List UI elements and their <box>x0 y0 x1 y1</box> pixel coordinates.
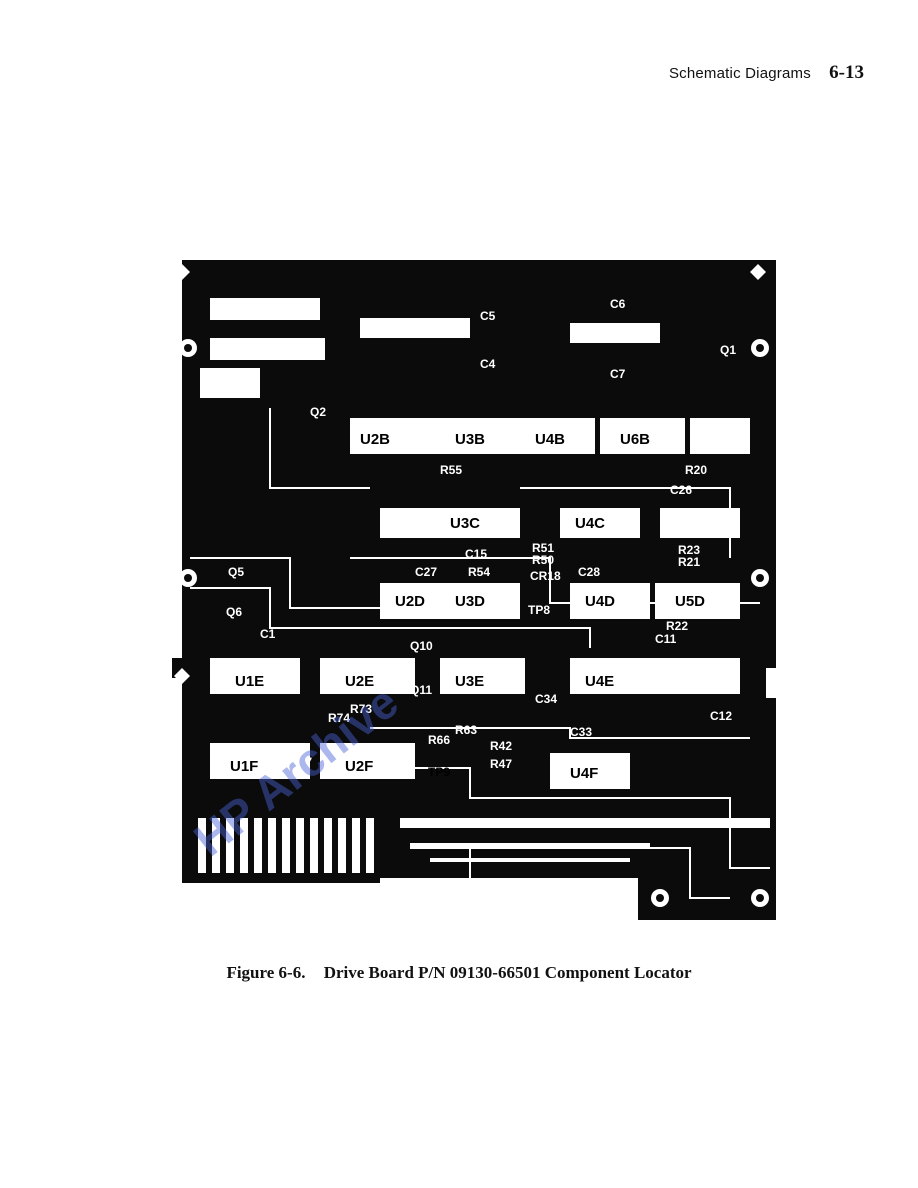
ic-label: U3D <box>455 593 485 610</box>
ic-label: U2F <box>345 758 373 775</box>
component-label: CR18 <box>530 569 561 583</box>
component-label: R63 <box>455 723 477 737</box>
figure-caption: Figure 6-6. Drive Board P/N 09130-66501 … <box>0 963 918 983</box>
component-label: Q10 <box>410 639 433 653</box>
component-label: C15 <box>465 547 487 561</box>
component-label: C28 <box>578 565 600 579</box>
component-label: C1 <box>260 627 276 641</box>
ic-label: U1E <box>235 673 264 690</box>
component-label: R42 <box>490 739 512 753</box>
component-label: Q2 <box>310 405 326 419</box>
component-label: R47 <box>490 757 512 771</box>
figure-number: Figure 6-6. <box>226 963 306 982</box>
component-label: R23 <box>678 543 700 557</box>
ic-labels: U2B U3B U4B U6B U3C U4C U2D U3D U4D U5D … <box>230 431 705 782</box>
ic-label: U4C <box>575 515 605 532</box>
component-label: C5 <box>480 309 496 323</box>
component-label: R55 <box>440 463 462 477</box>
component-label: TP7 <box>290 755 312 769</box>
ic-label: U3C <box>450 515 480 532</box>
ic-label: U4F <box>570 765 598 782</box>
ic-label: U2E <box>345 673 374 690</box>
drive-board-figure: U2B U3B U4B U6B U3C U4C U2D U3D U4D U5D … <box>170 258 778 920</box>
component-label: R50 <box>532 553 554 567</box>
component-label: R66 <box>428 733 450 747</box>
component-locator-image: U2B U3B U4B U6B U3C U4C U2D U3D U4D U5D … <box>172 260 776 920</box>
ic-label: U2B <box>360 431 390 448</box>
component-label: R21 <box>678 555 700 569</box>
component-label: R51 <box>532 541 554 555</box>
component-label: R54 <box>468 565 490 579</box>
ic-label: U3E <box>455 673 484 690</box>
running-header: Schematic Diagrams 6-13 <box>669 62 864 84</box>
component-label: Q1 <box>720 343 736 357</box>
component-label: C4 <box>480 357 496 371</box>
ic-label: U6B <box>620 431 650 448</box>
component-label: TP9 <box>428 765 450 779</box>
component-label: C11 <box>655 632 677 646</box>
component-label: C6 <box>610 297 626 311</box>
ic-label: U1F <box>230 758 258 775</box>
figure-title: Drive Board P/N 09130-66501 Component Lo… <box>323 963 692 982</box>
ic-label: U4E <box>585 673 614 690</box>
component-label: C26 <box>670 483 692 497</box>
ic-label: U5D <box>675 593 705 610</box>
component-label: C12 <box>710 709 732 723</box>
ic-label: U2D <box>395 593 425 610</box>
component-label: Q6 <box>226 605 242 619</box>
component-label: R20 <box>685 463 707 477</box>
section-title: Schematic Diagrams <box>668 65 811 82</box>
ic-label: U4D <box>585 593 615 610</box>
page-number: 6-13 <box>829 62 864 83</box>
component-label: Q5 <box>228 565 244 579</box>
component-label: C34 <box>535 692 557 706</box>
component-labels: C1 C4 C5 C6 C7 C11 C12 C15 C26 C27 C28 C… <box>226 297 736 779</box>
ic-label: U4B <box>535 431 565 448</box>
component-label: C7 <box>610 367 626 381</box>
component-label: R22 <box>666 619 688 633</box>
component-label: TP8 <box>528 603 550 617</box>
component-label: R74 <box>328 711 350 725</box>
component-label: C33 <box>570 725 592 739</box>
component-label: R73 <box>350 702 372 716</box>
component-label: Q11 <box>410 683 432 697</box>
ic-label: U3B <box>455 431 485 448</box>
component-label: C27 <box>415 565 437 579</box>
